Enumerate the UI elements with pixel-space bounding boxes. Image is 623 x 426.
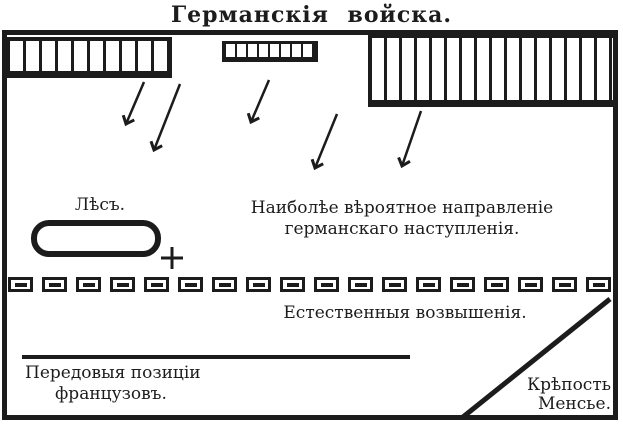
elevation-box <box>178 277 203 292</box>
elevation-dash <box>354 282 367 287</box>
fortress-label: Крѣпость Менсье. <box>481 376 611 414</box>
elevation-dash <box>116 282 129 287</box>
elevation-dash <box>388 282 401 287</box>
attack-arrow-4 <box>310 113 339 171</box>
elevation-row <box>8 277 618 293</box>
forest-oval <box>31 220 161 257</box>
fortress-label-line1: Крѣпость <box>526 375 611 395</box>
elevation-box <box>212 277 237 292</box>
elevation-box <box>450 277 475 292</box>
german-troop-block-left <box>6 37 172 78</box>
direction-label: Наиболѣе вѣроятное направленіе германска… <box>222 198 582 240</box>
elevation-box <box>280 277 305 292</box>
attack-arrow-5 <box>397 110 423 169</box>
elevation-dash <box>252 282 265 287</box>
elevation-dash <box>150 282 163 287</box>
forest-label: Лѣсъ. <box>74 195 126 215</box>
elevation-box <box>348 277 373 292</box>
elevation-dash <box>184 282 197 287</box>
french-positions-label-line1: Передовыя позиціи <box>25 363 201 383</box>
elevation-dash <box>524 282 537 287</box>
elevation-box <box>552 277 577 292</box>
direction-label-line1: Наиболѣе вѣроятное направленіе <box>250 198 554 218</box>
elevation-dash <box>456 282 469 287</box>
elevation-box <box>76 277 101 292</box>
elevation-box <box>314 277 339 292</box>
elevation-dash <box>218 282 231 287</box>
elevation-box <box>110 277 135 292</box>
german-troop-block-middle <box>222 41 318 62</box>
elevation-box <box>246 277 271 292</box>
elevation-dash <box>48 282 61 287</box>
elevation-dash <box>14 282 27 287</box>
elevation-dash <box>286 282 299 287</box>
attack-arrow-1 <box>121 81 146 127</box>
elevation-box <box>416 277 441 292</box>
elevation-box <box>586 277 611 292</box>
elevation-box <box>518 277 543 292</box>
elevation-box <box>42 277 67 292</box>
elevations-label: Естественныя возвышенія. <box>283 303 527 323</box>
elevation-dash <box>592 282 605 287</box>
elevation-box <box>8 277 33 292</box>
elevation-box <box>484 277 509 292</box>
elevation-box <box>144 277 169 292</box>
french-positions-label-line2: французовъ. <box>55 384 167 404</box>
elevation-box <box>382 277 407 292</box>
elevation-dash <box>422 282 435 287</box>
german-troop-block-right <box>368 34 617 107</box>
attack-arrow-2 <box>149 83 182 153</box>
elevation-dash <box>82 282 95 287</box>
fortress-boundary-line <box>461 297 612 419</box>
direction-label-line2: германскаго наступленія. <box>284 219 520 239</box>
attack-arrow-3 <box>246 79 271 125</box>
page-title: Германскія войска. <box>170 2 453 28</box>
elevation-dash <box>490 282 503 287</box>
elevation-dash <box>320 282 333 287</box>
map-frame <box>2 30 618 420</box>
elevation-dash <box>558 282 571 287</box>
fortress-label-line2: Менсье. <box>537 394 611 414</box>
